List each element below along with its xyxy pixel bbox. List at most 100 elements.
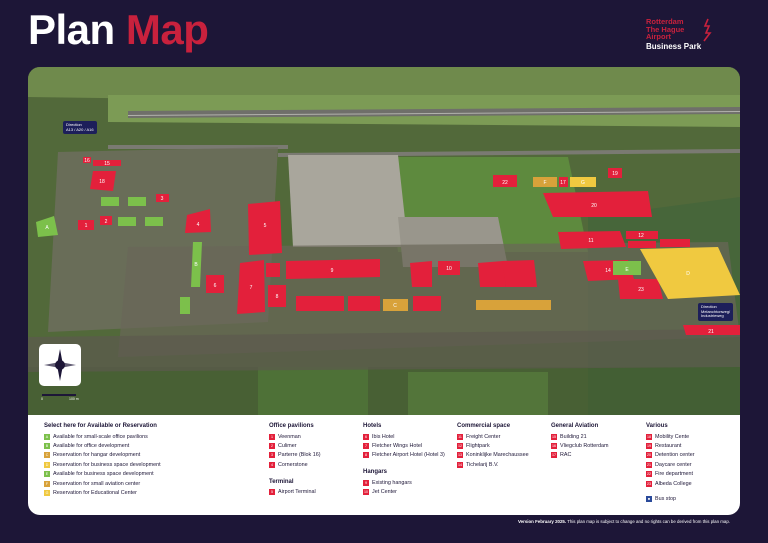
- legend-bus-stop[interactable]: ■Bus stop: [646, 494, 695, 503]
- plot-5-label: 5: [264, 223, 267, 229]
- plot-9d[interactable]: [413, 296, 441, 311]
- plot-11[interactable]: [558, 231, 626, 249]
- plot-A1[interactable]: [36, 216, 58, 237]
- plot-C2[interactable]: [476, 300, 551, 310]
- plot-G-label: G: [581, 180, 585, 186]
- legend-item-13-label: Koninklijke Marechaussee: [466, 452, 529, 459]
- plot-C1[interactable]: [383, 299, 408, 311]
- plot-18[interactable]: [90, 171, 116, 191]
- plot-3-label: 3: [161, 196, 164, 202]
- plot-23[interactable]: [618, 279, 663, 299]
- plot-6[interactable]: [206, 275, 224, 293]
- plot-9e[interactable]: [410, 261, 432, 287]
- plot-9a[interactable]: [286, 259, 380, 279]
- version-note: Version February 2025. This plan map is …: [518, 519, 730, 524]
- legend-item-4-label: Cornerstone: [278, 461, 308, 468]
- plot-12a[interactable]: [626, 231, 658, 239]
- plot-A5[interactable]: [145, 217, 163, 226]
- bus-stop-icon: ■: [646, 496, 652, 503]
- plot-13[interactable]: [628, 241, 656, 248]
- plot-5[interactable]: [248, 201, 282, 255]
- plot-2-label: 2: [105, 219, 108, 225]
- legend-item-5-label: Airport Terminal: [278, 489, 316, 496]
- legend-item-23-label: Albeda College: [655, 480, 692, 487]
- plot-10[interactable]: [438, 261, 460, 275]
- legend-item-8-label: Fletcher Airport Hotel (Hotel 3): [372, 452, 445, 459]
- plot-6-label: 6: [214, 283, 217, 289]
- legend-aviation-heading: General Aviation: [551, 423, 599, 429]
- plot-8a[interactable]: [266, 263, 280, 277]
- plot-A4[interactable]: [118, 217, 136, 226]
- plot-4[interactable]: [185, 209, 211, 233]
- plot-9b[interactable]: [296, 296, 344, 311]
- legend-item-7-label: Fletcher Wings Hotel: [372, 443, 423, 450]
- swatch-f: F: [44, 480, 50, 487]
- plot-E[interactable]: [613, 261, 641, 275]
- plot-15[interactable]: [93, 160, 121, 166]
- plot-9c[interactable]: [348, 296, 380, 311]
- plot-14-label: 14: [605, 268, 611, 274]
- plot-16[interactable]: [83, 157, 91, 163]
- plot-1[interactable]: [78, 220, 94, 230]
- plot-F[interactable]: [533, 177, 557, 187]
- swatch-20: 20: [646, 452, 652, 459]
- plot-G[interactable]: [570, 177, 596, 187]
- plot-21[interactable]: [683, 325, 740, 335]
- aerial-site-map[interactable]: 15 16 18 1 2 3 4 5 6 7 8 9: [28, 67, 740, 415]
- plot-12b[interactable]: [660, 239, 690, 247]
- plot-D[interactable]: [640, 247, 740, 299]
- plot-9g[interactable]: [502, 260, 537, 287]
- plot-22[interactable]: [493, 175, 517, 187]
- plot-B2[interactable]: [180, 297, 190, 314]
- plot-3[interactable]: [156, 194, 169, 202]
- legend-bus-stop-label: Bus stop: [655, 496, 676, 503]
- plot-A3[interactable]: [128, 197, 146, 206]
- plot-2[interactable]: [100, 216, 112, 225]
- swatch-2: 2: [269, 443, 275, 450]
- plot-19-label: 19: [612, 171, 618, 177]
- plot-8[interactable]: [268, 285, 286, 307]
- swatch-d: D: [44, 461, 50, 468]
- plot-F-label: F: [543, 180, 546, 186]
- legend-item-1-label: Veenman: [278, 433, 301, 440]
- plot-A2[interactable]: [101, 197, 119, 206]
- plot-7[interactable]: [237, 260, 265, 314]
- plot-21-label: 21: [708, 329, 714, 335]
- plot-B1[interactable]: [191, 242, 202, 287]
- plot-17[interactable]: [559, 177, 568, 187]
- legend-hotels-heading: Hotels: [363, 423, 382, 429]
- plot-9f[interactable]: [478, 261, 506, 287]
- plot-20[interactable]: [543, 191, 652, 217]
- plot-19[interactable]: [608, 168, 622, 178]
